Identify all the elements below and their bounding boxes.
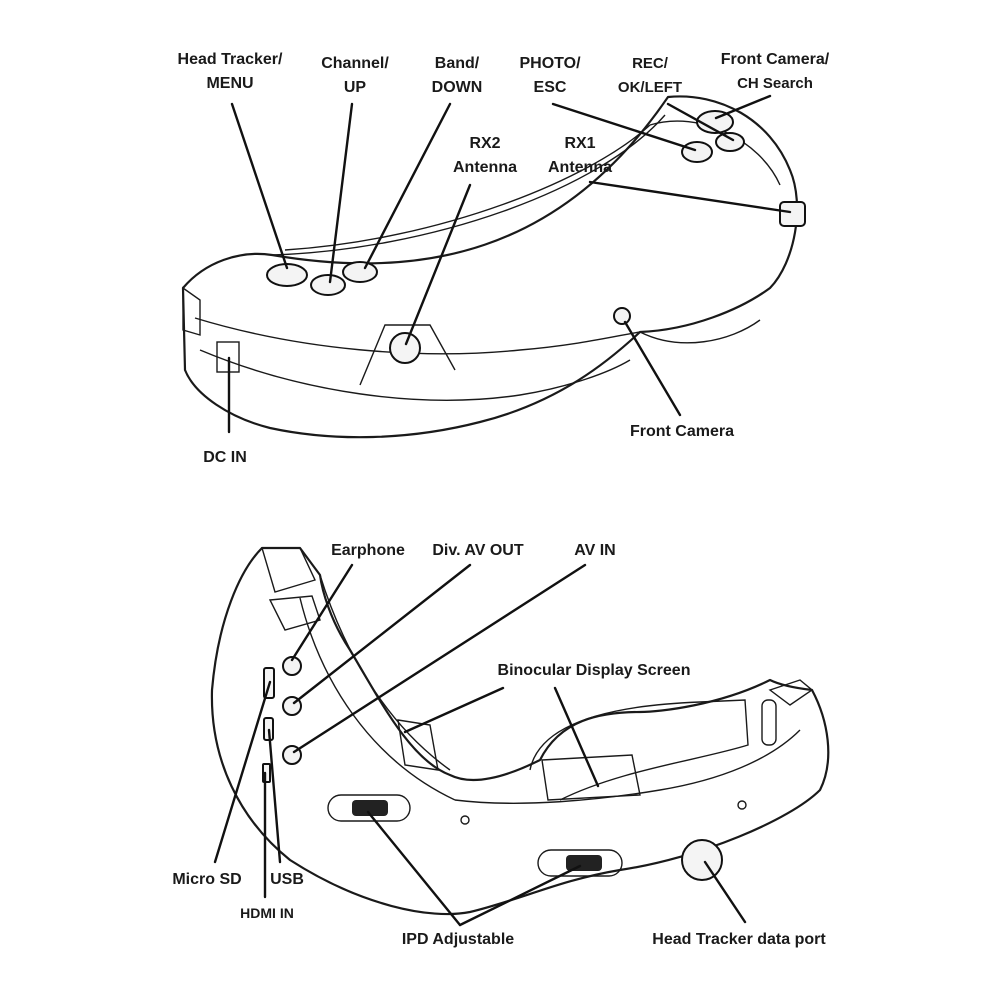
binocular-display-screen <box>541 754 641 801</box>
label-micro-sd: Micro SD <box>172 871 242 888</box>
goggles-top-view <box>181 94 806 439</box>
label-front-camera-ch-search: Front Camera/ CH Search <box>720 51 830 92</box>
label-front-camera: Front Camera <box>629 423 735 440</box>
front-camera-lens <box>613 307 631 325</box>
goggles-bottom-view <box>210 546 830 927</box>
ipd-slider-right <box>537 849 623 877</box>
label-ipd-adjustable: IPD Adjustable <box>401 931 515 948</box>
label-rx2-antenna: RX2 Antenna <box>453 135 517 176</box>
rx1-antenna-port <box>779 201 806 227</box>
label-hdmi-in: HDMI IN <box>240 905 294 921</box>
channel-up-button <box>310 274 346 296</box>
label-usb: USB <box>270 871 304 888</box>
rx2-antenna-port <box>389 332 421 364</box>
head-tracker-data-port <box>681 839 723 881</box>
label-earphone: Earphone <box>331 542 405 559</box>
label-div-av-out: Div. AV OUT <box>432 542 524 559</box>
label-photo-esc: PHOTO/ ESC <box>519 55 581 96</box>
label-channel-up: Channel/ UP <box>321 55 389 96</box>
label-rx1-antenna: RX1 Antenna <box>548 135 612 176</box>
label-dc-in: DC IN <box>203 449 247 466</box>
label-head-tracker-data-port: Head Tracker data port <box>652 931 826 948</box>
label-binocular-display-screen: Binocular Display Screen <box>497 662 691 679</box>
rec-ok-left-button <box>715 132 745 152</box>
front-camera-ch-search-button <box>696 110 734 134</box>
ipd-slider-left <box>327 794 411 822</box>
label-band-down: Band/ DOWN <box>431 55 483 96</box>
band-down-button <box>342 261 378 283</box>
label-rec-ok-left: REC/ OK/LEFT <box>617 55 683 96</box>
label-head-tracker-menu: Head Tracker/ MENU <box>177 51 283 92</box>
head-tracker-menu-button <box>266 263 308 287</box>
photo-esc-button <box>681 141 713 163</box>
label-av-in: AV IN <box>574 542 616 559</box>
earphone-jack <box>282 656 302 676</box>
